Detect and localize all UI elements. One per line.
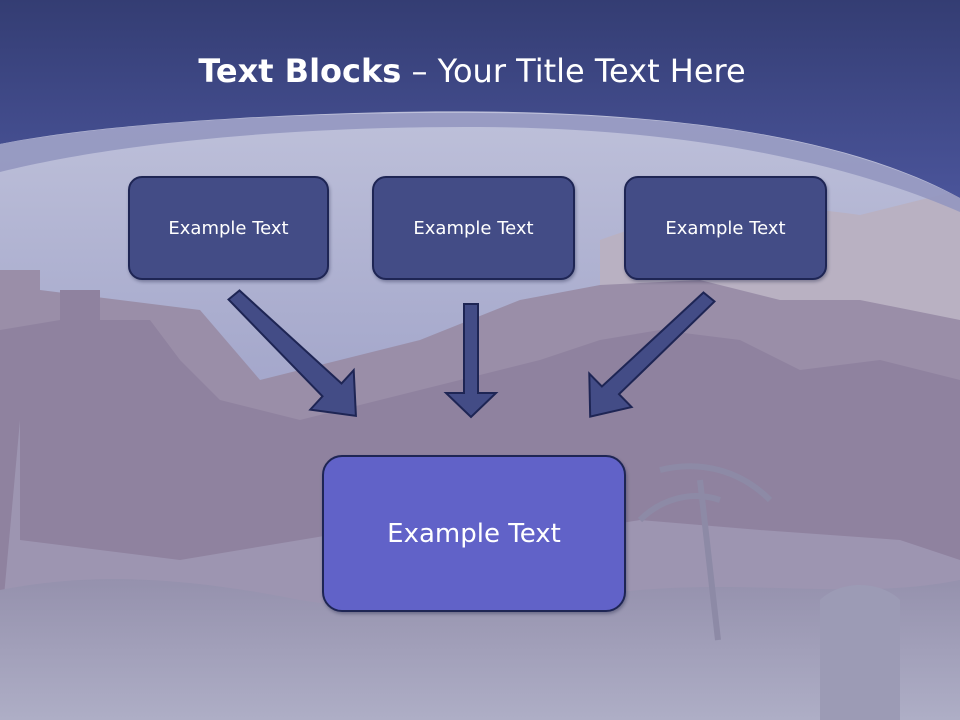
text-block-3-label: Example Text (665, 217, 786, 239)
title-regular: Your Title Text Here (437, 52, 746, 90)
title-dash: – (401, 52, 438, 90)
arrow-right (588, 291, 717, 418)
arrow-left (227, 289, 357, 418)
text-block-2: Example Text (372, 176, 575, 280)
text-block-1-label: Example Text (168, 217, 289, 239)
header-band (0, 0, 960, 198)
main-text-block-label: Example Text (387, 518, 561, 549)
header-swoosh (0, 112, 960, 212)
title-bold: Text Blocks (198, 52, 402, 90)
text-block-3: Example Text (624, 176, 827, 280)
page-title: Text Blocks – Your Title Text Here (0, 52, 944, 90)
text-block-2-label: Example Text (413, 217, 534, 239)
main-text-block: Example Text (322, 455, 626, 612)
text-block-1: Example Text (128, 176, 329, 280)
arrow-center (443, 303, 499, 419)
